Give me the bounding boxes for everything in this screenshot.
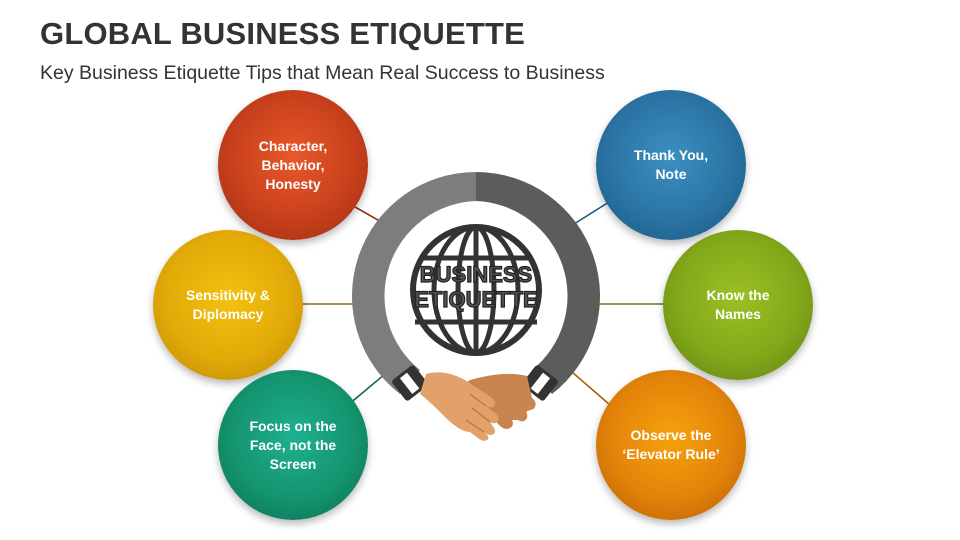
center-label-line2: ETIQUETTE [414, 287, 537, 312]
tip-label: Know the Names [706, 287, 770, 322]
connector-bottom-right [571, 371, 611, 406]
globe-icon: BUSINESS ETIQUETTE [407, 221, 545, 359]
ring-right-half [476, 172, 601, 394]
tip-label: Thank You, Note [633, 147, 709, 182]
ring-left-half [351, 172, 476, 394]
slide-subtitle: Key Business Etiquette Tips that Mean Re… [40, 62, 605, 84]
tip-label: Focus on the Face, not the Screen [249, 417, 337, 472]
connector-top-right [573, 201, 610, 225]
tip-label: Observe the ‘Elevator Rule’ [622, 427, 720, 462]
connector-bottom-left [347, 373, 386, 406]
tip-sensitivity-diplomacy: Sensitivity & Diplomacy [153, 230, 303, 380]
center-label-line1: BUSINESS [420, 262, 532, 287]
tip-elevator-rule: Observe the ‘Elevator Rule’ [596, 370, 746, 520]
slide-title: GLOBAL BUSINESS ETIQUETTE [40, 16, 525, 51]
tip-know-the-names: Know the Names [663, 230, 813, 380]
tip-thank-you-note: Thank You, Note [596, 90, 746, 240]
tip-character-behavior-honesty: Character, Behavior, Honesty [218, 90, 368, 240]
tip-focus-on-face: Focus on the Face, not the Screen [218, 370, 368, 520]
tip-label: Character, Behavior, Honesty [258, 137, 328, 192]
tip-label: Sensitivity & Diplomacy [185, 287, 271, 322]
handshake-icon [392, 365, 558, 441]
center-ring [351, 172, 601, 394]
